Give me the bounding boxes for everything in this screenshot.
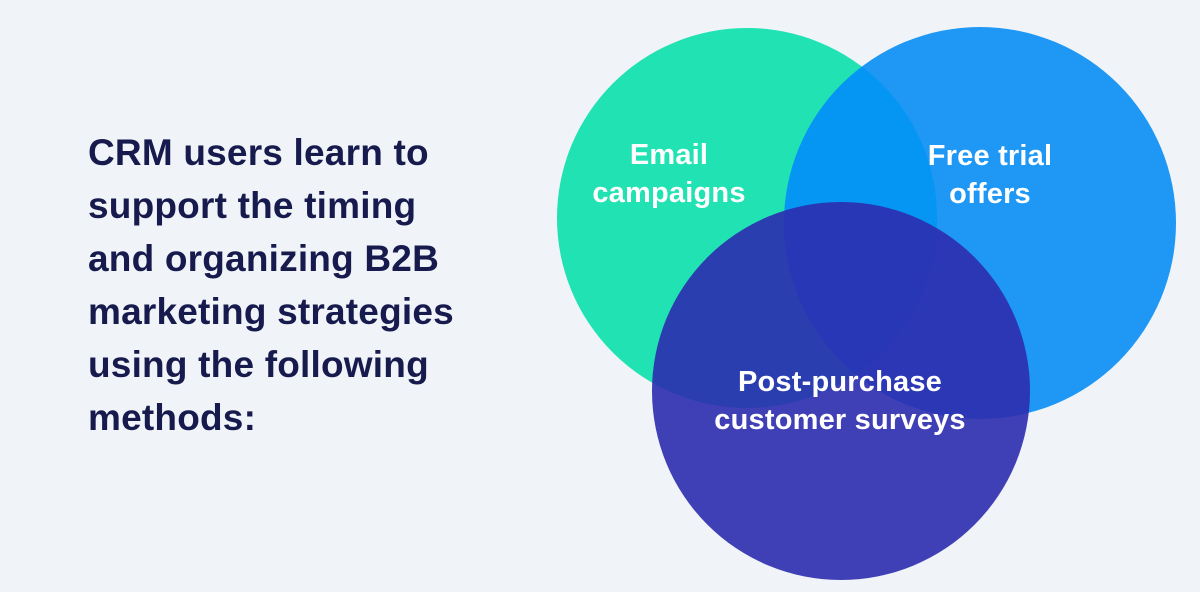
post-purchase-surveys-circle <box>652 202 1030 580</box>
free-trial-offers-label: Free trial offers <box>927 140 1053 210</box>
email-campaigns-label: Email campaigns <box>592 139 746 209</box>
post-purchase-surveys-label: Post-purchase customer surveys <box>714 366 966 436</box>
headline-text: CRM users learn to support the timing an… <box>88 132 454 438</box>
